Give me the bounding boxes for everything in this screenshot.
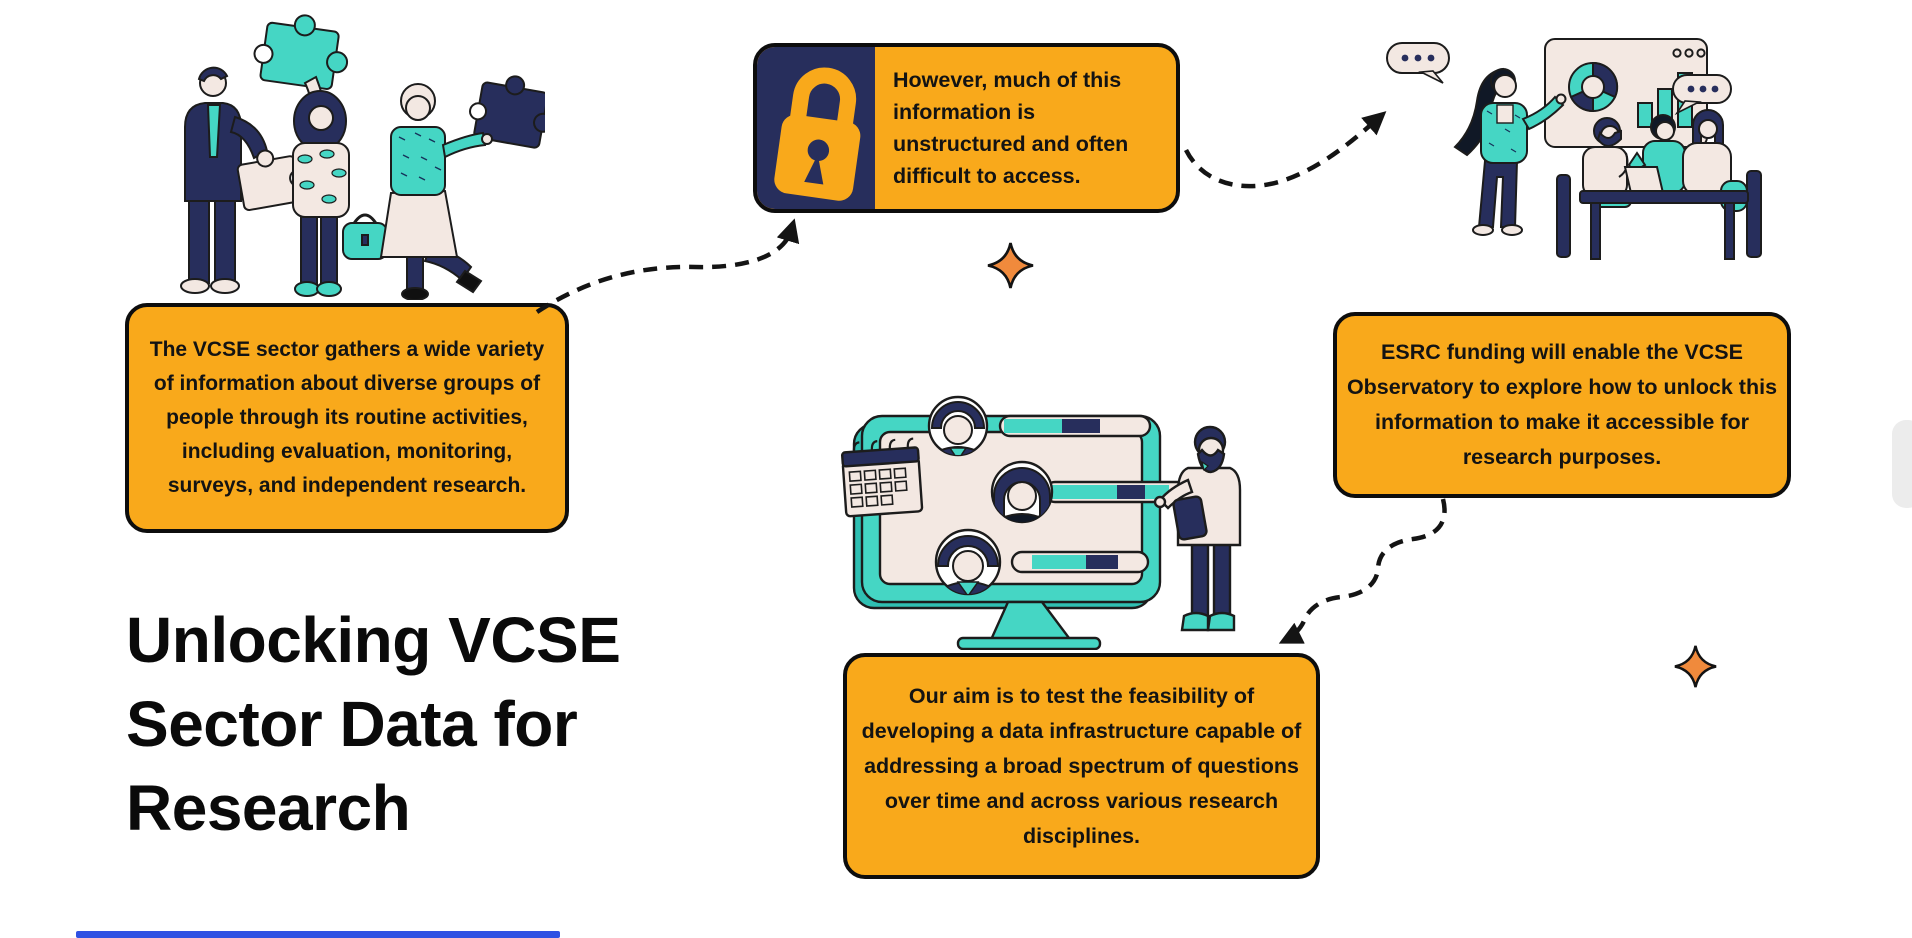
padlock-icon xyxy=(774,67,861,201)
puzzle-team-illustration xyxy=(180,14,545,300)
person-presenter xyxy=(1453,67,1567,236)
bottom-blue-bar xyxy=(76,931,560,938)
puzzle-piece-icon xyxy=(253,14,349,90)
lock-panel xyxy=(757,47,875,209)
callout-aim: Our aim is to test the feasibility of de… xyxy=(843,653,1320,879)
avatar xyxy=(934,528,1002,596)
page-title-line-3: Research xyxy=(126,772,411,844)
page-title: Unlocking VCSE Sector Data for Research xyxy=(126,598,766,850)
chair xyxy=(1746,170,1762,258)
puzzle-piece-icon xyxy=(469,75,545,149)
callout-esrc-text: ESRC funding will enable the VCSE Observ… xyxy=(1346,340,1778,469)
page-title-line-2: Sector Data for xyxy=(126,688,578,760)
callout-locked: However, much of this information is uns… xyxy=(753,43,1180,213)
chair xyxy=(1556,174,1571,258)
callout-gather: The VCSE sector gathers a wide variety o… xyxy=(125,303,569,533)
arrow-esrc-to-aim xyxy=(1278,498,1447,644)
presentation-meeting-illustration xyxy=(1386,38,1762,260)
progress-bar xyxy=(1010,550,1150,574)
data-monitor-illustration xyxy=(840,395,1242,650)
arrow-gather-to-locked xyxy=(535,218,800,314)
person-blonde xyxy=(379,83,493,300)
person-hijab xyxy=(292,75,388,297)
person-man xyxy=(180,66,308,294)
speech-dots-icon xyxy=(1386,42,1450,84)
avatar xyxy=(990,460,1054,524)
table xyxy=(1579,166,1749,260)
donut-chart-icon xyxy=(1568,61,1619,113)
page-title-line-1: Unlocking VCSE xyxy=(126,604,621,676)
sparkle-icon xyxy=(987,242,1034,289)
handbag-icon xyxy=(342,213,388,260)
arrow-locked-to-meeting xyxy=(1183,111,1387,189)
callout-esrc: ESRC funding will enable the VCSE Observ… xyxy=(1333,312,1791,498)
callout-aim-text: Our aim is to test the feasibility of de… xyxy=(861,683,1302,848)
callout-gather-text: The VCSE sector gathers a wide variety o… xyxy=(149,338,545,497)
calendar-icon xyxy=(840,437,924,518)
sparkle-icon xyxy=(1674,645,1717,688)
right-edge-shape xyxy=(1892,420,1912,508)
speech-dots-icon xyxy=(1672,74,1732,116)
progress-bar xyxy=(998,414,1152,438)
callout-locked-text: However, much of this information is uns… xyxy=(893,68,1129,188)
person-tablet-man xyxy=(1153,425,1242,632)
